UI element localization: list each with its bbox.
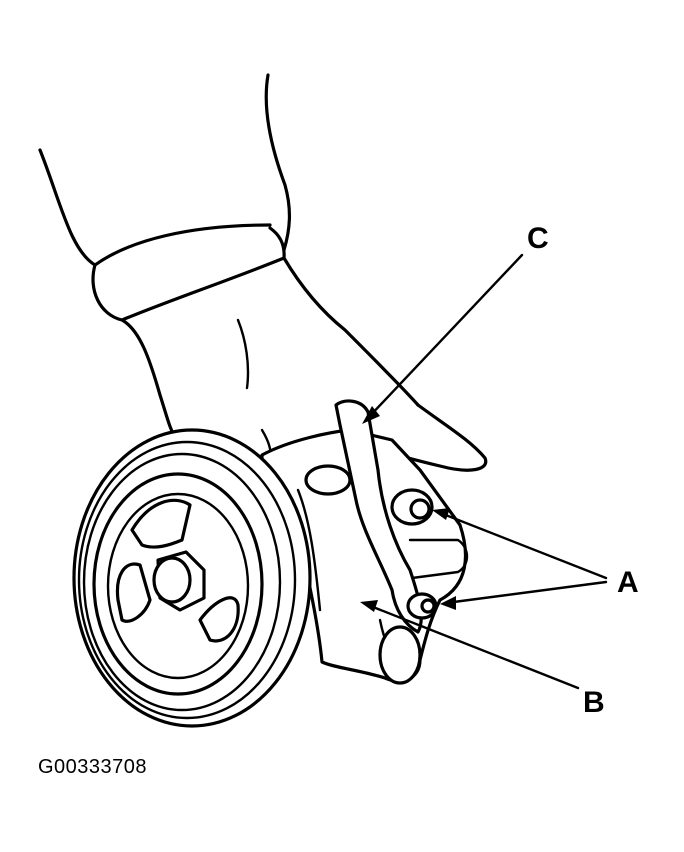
hand [120, 256, 488, 472]
leader-lines [360, 253, 608, 690]
figure-id: G00333708 [38, 756, 148, 778]
pulley [72, 428, 312, 728]
label-a: A [617, 566, 639, 599]
label-c: C [527, 222, 549, 255]
bolts [390, 488, 438, 620]
label-b: B [583, 686, 605, 719]
sleeve [38, 73, 292, 322]
